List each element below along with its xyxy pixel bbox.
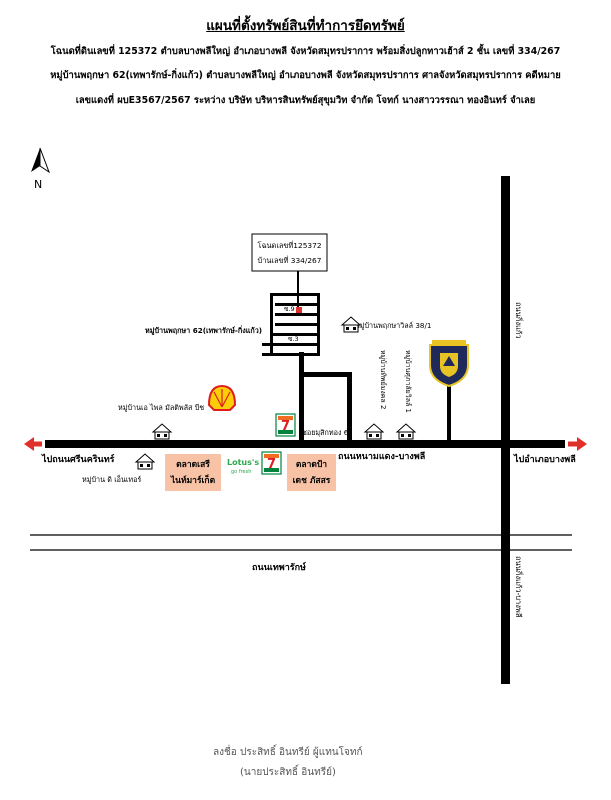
road-vertical-right: [501, 176, 510, 684]
house-icon-pruksa-ville: [340, 316, 362, 333]
parcel-house-number: บ้านเลขที่ 334/267: [258, 255, 322, 265]
signature-line: ลงชื่อ ประสิทธิ์ อินทรีย์ ผู้แทนโจทก์: [213, 747, 363, 758]
north-arrow-icon: [31, 147, 51, 174]
label-road-right-top: ถนนกิ่งแก้ว: [514, 302, 524, 339]
parcel-leader-line: [297, 270, 299, 311]
svg-text:Lotus's: Lotus's: [227, 458, 259, 467]
north-label: N: [34, 178, 42, 191]
soi-main: [299, 352, 304, 442]
arrow-left-icon: [24, 437, 42, 451]
lotus-logo-icon: Lotus's go fresh: [227, 458, 259, 475]
market-2-box: [287, 454, 336, 491]
soi-bend-v: [347, 372, 352, 442]
house-icon-thippayawan: [363, 423, 385, 440]
label-mueang-thong: หมู่บ้านศุภาลัยวิลล์ 1: [404, 350, 412, 413]
label-to-bangphli: ไปอำเภอบางพลี: [513, 453, 576, 465]
header-line-2: หมู่บ้านพฤกษา 62(เทพารักษ์-กิ่งแก้ว) ตำบ…: [50, 70, 561, 81]
market-1-label-2: ไนท์มาร์เก็ต: [170, 473, 216, 486]
label-dtenter: หมู่บ้าน ดิ เอ็นเทอร์: [82, 474, 141, 484]
market-1-label-1: ตลาดเสรี: [176, 459, 210, 470]
soi3-label: ซ.3: [288, 335, 299, 343]
label-soi-srimuang: ซอยมุสิกทอง 6: [302, 428, 349, 437]
signature-name: (นายประสิทธิ์ อินทรีย์): [240, 767, 336, 778]
page-title: แผนที่ตั้งทรัพย์สินที่ทำการยึดทรัพย์: [206, 18, 405, 34]
label-road-namdaeng: ถนนหนามแดง-บางพลี: [338, 451, 425, 462]
parcel-info-box: [251, 233, 328, 272]
arrow-right-icon: [568, 437, 587, 451]
parcel-deed-number: โฉนดเลขที่125372: [257, 240, 321, 250]
soi-bend-h: [304, 372, 352, 377]
header-line-1: โฉนดที่ดินเลขที่ 125372 ตำบลบางพลีใหญ่ อ…: [50, 46, 561, 57]
label-thippayawan: หมู่บ้านทิพย์มงคล 2: [379, 350, 387, 409]
seven-eleven-logo-icon: 7: [275, 413, 296, 437]
label-pruksa-ville: หมู่บ้านพฤกษาวิลล์ 38/1: [355, 321, 431, 330]
road-namdaeng-bangphli: [45, 440, 565, 448]
label-ipol: หมู่บ้านเอ ไพล มัลติพลัส บีช: [118, 403, 204, 412]
label-road-theparak: ถนนเทพารักษ์: [252, 561, 306, 573]
soi9-label: ซ.9: [284, 305, 295, 313]
village-soi-grid: [262, 293, 320, 356]
label-road-right-bottom: ถนนกิ่งแก้ว-บางพลี: [514, 556, 524, 617]
market-1-box: [165, 454, 221, 491]
header-line-3: เลขแดงที่ ผบE3567/2567 ระหว่าง บริษัท บร…: [75, 95, 536, 106]
market-2-label-1: ตลาดป้า: [296, 459, 327, 470]
label-to-srinakarin: ไปถนนศรีนครินทร์: [41, 453, 115, 465]
house-icon-ipol: [151, 423, 173, 440]
house-icon-mueang-thong: [395, 423, 417, 440]
house-icon-dtenter: [134, 453, 156, 470]
crest-emblem-icon: [429, 340, 469, 440]
svg-text:go fresh: go fresh: [231, 469, 251, 475]
property-marker: [296, 307, 302, 313]
seven-eleven-logo-2-icon: 7: [261, 451, 282, 475]
svg-text:7: 7: [281, 419, 290, 434]
market-2-label-2: เดช ภัสสร: [293, 475, 331, 486]
shell-logo-icon: [207, 384, 237, 411]
svg-text:7: 7: [267, 457, 276, 472]
label-pruksa62: หมู่บ้านพฤกษา 62(เทพารักษ์-กิ่งแก้ว): [145, 325, 262, 336]
